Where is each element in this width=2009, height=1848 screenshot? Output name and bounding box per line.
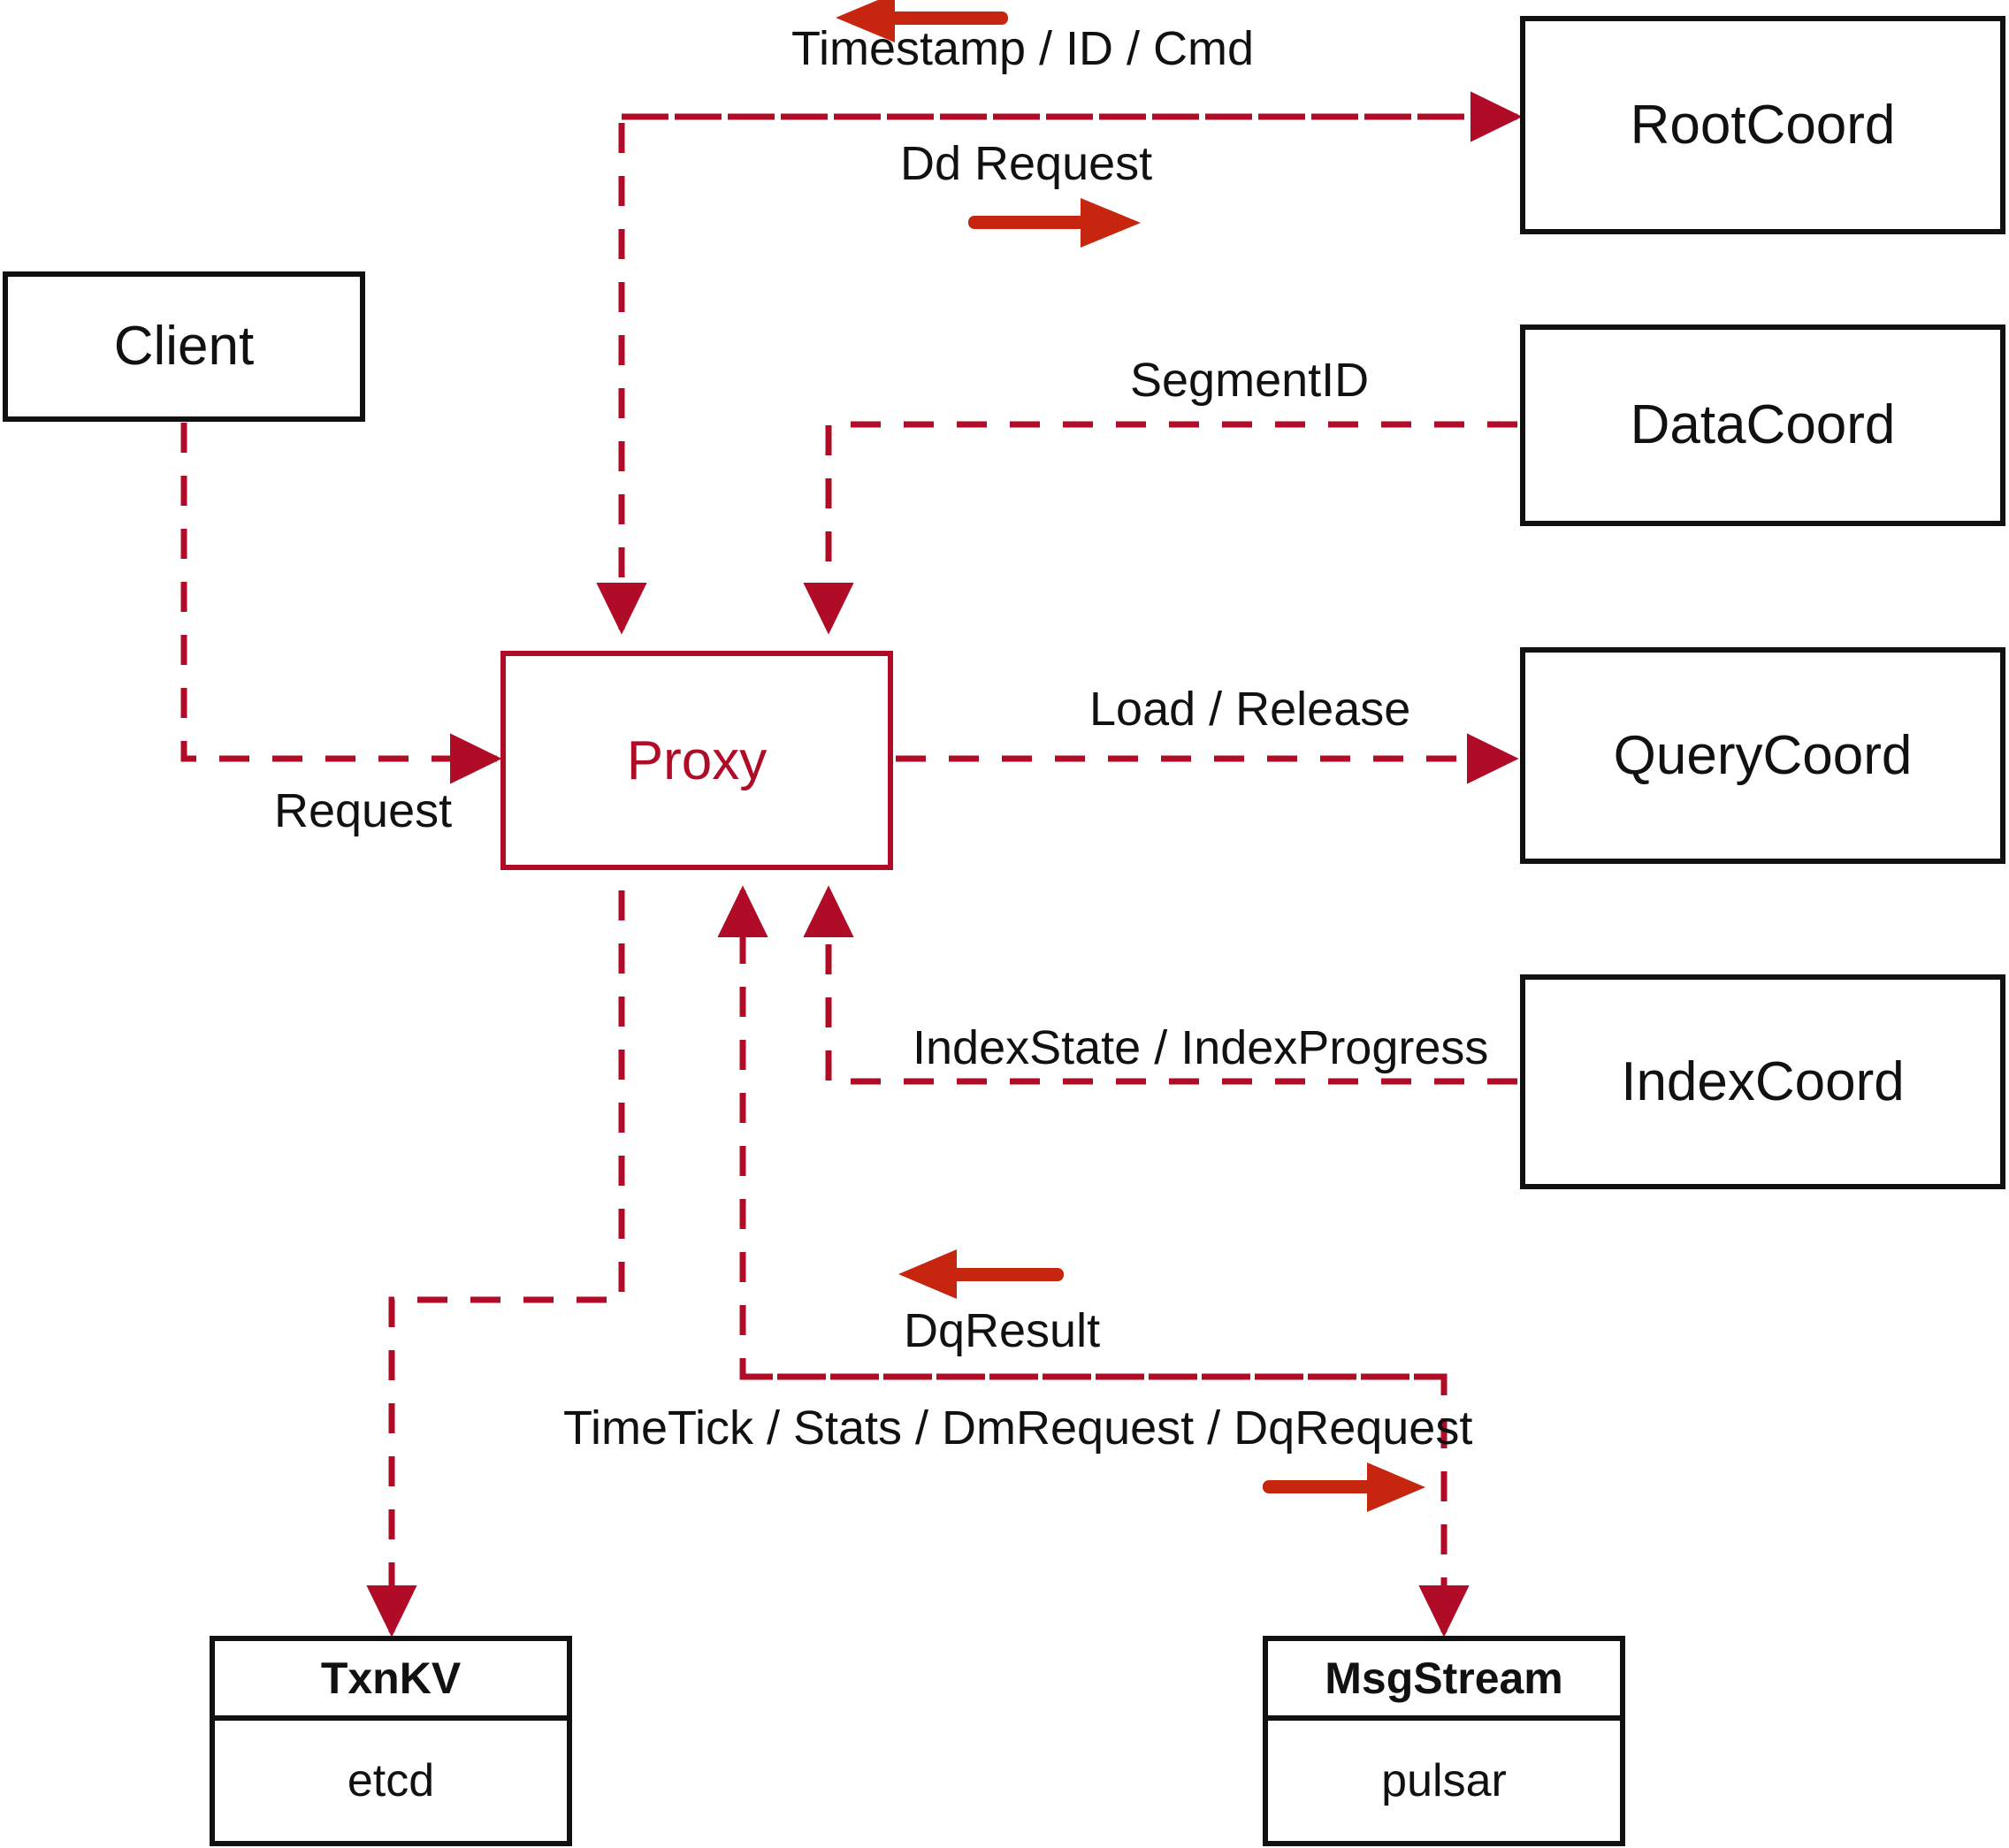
wire-request <box>180 423 502 784</box>
wire-segmentid <box>803 421 1517 635</box>
wire-timestamp-id-cmd <box>596 113 1517 635</box>
node-proxy-label: Proxy <box>626 729 768 791</box>
node-rootcoord-label: RootCoord <box>1630 94 1896 156</box>
node-msgstream-impl: pulsar <box>1381 1755 1507 1806</box>
node-txnkv[interactable]: TxnKV etcd <box>210 1636 572 1846</box>
edge-label-load-release: Load / Release <box>1089 685 1410 733</box>
node-indexcoord-label: IndexCoord <box>1621 1050 1905 1112</box>
node-msgstream-title: MsgStream <box>1325 1653 1563 1703</box>
node-querycoord[interactable]: QueryCoord <box>1520 647 2005 864</box>
node-txnkv-header: TxnKV <box>215 1641 567 1721</box>
edge-label-load-release-text: Load / Release <box>1089 683 1411 736</box>
edge-label-index-state-text: IndexState / IndexProgress <box>913 1021 1489 1074</box>
node-msgstream-header: MsgStream <box>1268 1641 1620 1721</box>
wire-timetick-stats <box>743 1373 1470 1638</box>
node-rootcoord[interactable]: RootCoord <box>1520 16 2005 234</box>
edge-label-request-text: Request <box>274 784 453 837</box>
direction-arrow-dd-request <box>968 198 1141 248</box>
wire-index-state <box>803 885 1517 1085</box>
edge-label-segmentid-text: SegmentID <box>1130 354 1370 407</box>
direction-arrow-timetick-stats <box>1263 1462 1425 1512</box>
wire-proxy-txnkv <box>366 890 625 1638</box>
node-msgstream[interactable]: MsgStream pulsar <box>1263 1636 1625 1846</box>
node-datacoord-label: DataCoord <box>1630 394 1896 455</box>
node-datacoord[interactable]: DataCoord <box>1520 325 2005 526</box>
edge-label-timestamp-id-cmd-text: Timestamp / ID / Cmd <box>791 22 1255 75</box>
edge-label-request: Request <box>274 787 452 835</box>
node-msgstream-body: pulsar <box>1268 1721 1620 1841</box>
node-txnkv-title: TxnKV <box>320 1653 462 1703</box>
direction-arrow-dq-result <box>898 1249 1064 1299</box>
node-txnkv-impl: etcd <box>347 1755 435 1806</box>
node-querycoord-label: QueryCoord <box>1613 724 1913 786</box>
node-indexcoord[interactable]: IndexCoord <box>1520 974 2005 1189</box>
edge-label-dq-result: DqResult <box>904 1307 1100 1355</box>
node-client-label: Client <box>113 316 255 377</box>
direction-arrows <box>836 0 1425 1512</box>
edge-label-index-state: IndexState / IndexProgress <box>913 1024 1488 1072</box>
edge-label-timestamp-id-cmd: Timestamp / ID / Cmd <box>791 25 1254 73</box>
edge-label-timetick-stats: TimeTick / Stats / DmRequest / DqRequest <box>563 1404 1472 1452</box>
edge-label-dd-request: Dd Request <box>900 140 1152 187</box>
direction-arrow-timestamp-id-cmd <box>836 0 1008 42</box>
edge-label-timetick-stats-text: TimeTick / Stats / DmRequest / DqRequest <box>563 1401 1473 1455</box>
node-txnkv-body: etcd <box>215 1721 567 1841</box>
edge-label-segmentid: SegmentID <box>1130 356 1369 404</box>
node-client[interactable]: Client <box>3 271 365 422</box>
edge-label-dq-result-text: DqResult <box>904 1304 1101 1357</box>
node-proxy[interactable]: Proxy <box>500 651 893 870</box>
edge-label-dd-request-text: Dd Request <box>900 137 1153 190</box>
